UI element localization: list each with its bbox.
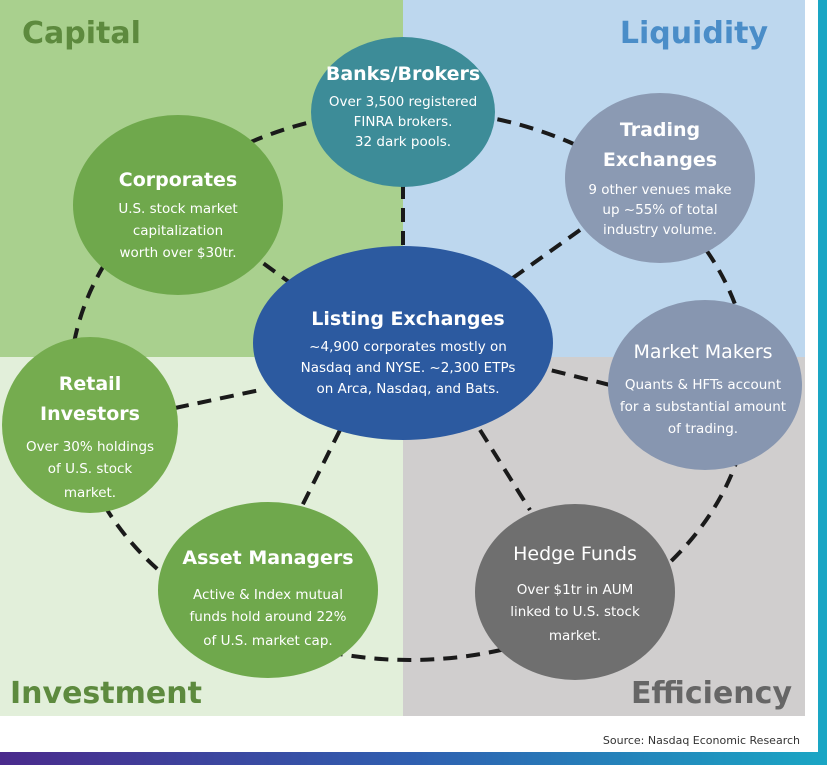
node-corporates: Corporates U.S. stock market capitalizat… <box>73 115 283 295</box>
node-bubble <box>608 300 802 470</box>
accent-strip <box>818 0 827 752</box>
node-text: up ~55% of total <box>602 202 717 218</box>
node-text: worth over $30tr. <box>119 245 236 261</box>
label-capital: Capital <box>22 16 141 51</box>
node-text: ~4,900 corporates mostly on <box>309 339 507 355</box>
source-note: Source: Nasdaq Economic Research <box>603 734 800 747</box>
node-text: Asset Managers <box>182 547 353 569</box>
dashed-connector <box>478 428 532 512</box>
node-text: of U.S. market cap. <box>203 633 332 649</box>
label-efficiency: Efficiency <box>631 676 793 711</box>
node-market-makers: Market Makers Quants & HFTs account for … <box>608 300 802 470</box>
node-bubble <box>73 115 283 295</box>
node-trading-exchanges: Trading Exchanges 9 other venues make up… <box>565 93 755 263</box>
node-text: Active & Index mutual <box>193 587 343 603</box>
node-text: 9 other venues make <box>588 182 731 198</box>
node-listing-exchanges: Listing Exchanges ~4,900 corporates most… <box>253 246 553 440</box>
node-asset-managers: Asset Managers Active & Index mutual fun… <box>158 502 378 678</box>
node-bubble <box>158 502 378 678</box>
node-text: Retail <box>59 373 121 395</box>
node-hedge-funds: Hedge Funds Over $1tr in AUM linked to U… <box>475 504 675 680</box>
node-text: Over 3,500 registered <box>329 94 477 110</box>
node-text: of U.S. stock <box>48 461 133 477</box>
node-text: linked to U.S. stock <box>510 604 640 620</box>
node-bubble <box>565 93 755 263</box>
dashed-connector <box>298 429 342 511</box>
node-text: Quants & HFTs account <box>625 377 781 393</box>
accent-band <box>0 752 827 765</box>
node-retail-investors: Retail Investors Over 30% holdings of U.… <box>2 337 178 513</box>
node-text: Listing Exchanges <box>311 308 504 330</box>
node-bubble <box>475 504 675 680</box>
node-text: market. <box>64 485 116 501</box>
node-text: capitalization <box>133 223 223 239</box>
label-investment: Investment <box>10 676 202 711</box>
node-text: Corporates <box>119 169 238 191</box>
node-text: U.S. stock market <box>118 201 237 217</box>
node-text: for a substantial amount <box>620 399 786 415</box>
dashed-connector <box>174 388 261 410</box>
node-text: market. <box>549 628 601 644</box>
node-banks-brokers: Banks/Brokers Over 3,500 registered FINR… <box>311 37 495 187</box>
node-text: Hedge Funds <box>513 543 637 565</box>
node-text: 32 dark pools. <box>355 134 451 150</box>
node-text: industry volume. <box>603 222 717 238</box>
label-liquidity: Liquidity <box>620 16 769 51</box>
node-bubble <box>311 37 495 187</box>
dashed-connector <box>549 368 611 387</box>
dashed-connector <box>508 228 582 282</box>
node-text: funds hold around 22% <box>190 609 347 625</box>
node-text: Trading <box>620 119 700 141</box>
node-text: Nasdaq and NYSE. ~2,300 ETPs <box>301 360 516 376</box>
node-text: of trading. <box>668 421 738 437</box>
node-text: Over 30% holdings <box>26 439 154 455</box>
node-text: on Arca, Nasdaq, and Bats. <box>316 381 499 397</box>
node-text: Market Makers <box>633 341 772 363</box>
node-text: FINRA brokers. <box>354 114 453 130</box>
node-text: Banks/Brokers <box>326 63 480 85</box>
node-text: Investors <box>40 403 140 425</box>
node-bubble <box>2 337 178 513</box>
node-bubble <box>253 246 553 440</box>
node-text: Over $1tr in AUM <box>517 582 633 598</box>
node-text: Exchanges <box>603 149 717 171</box>
